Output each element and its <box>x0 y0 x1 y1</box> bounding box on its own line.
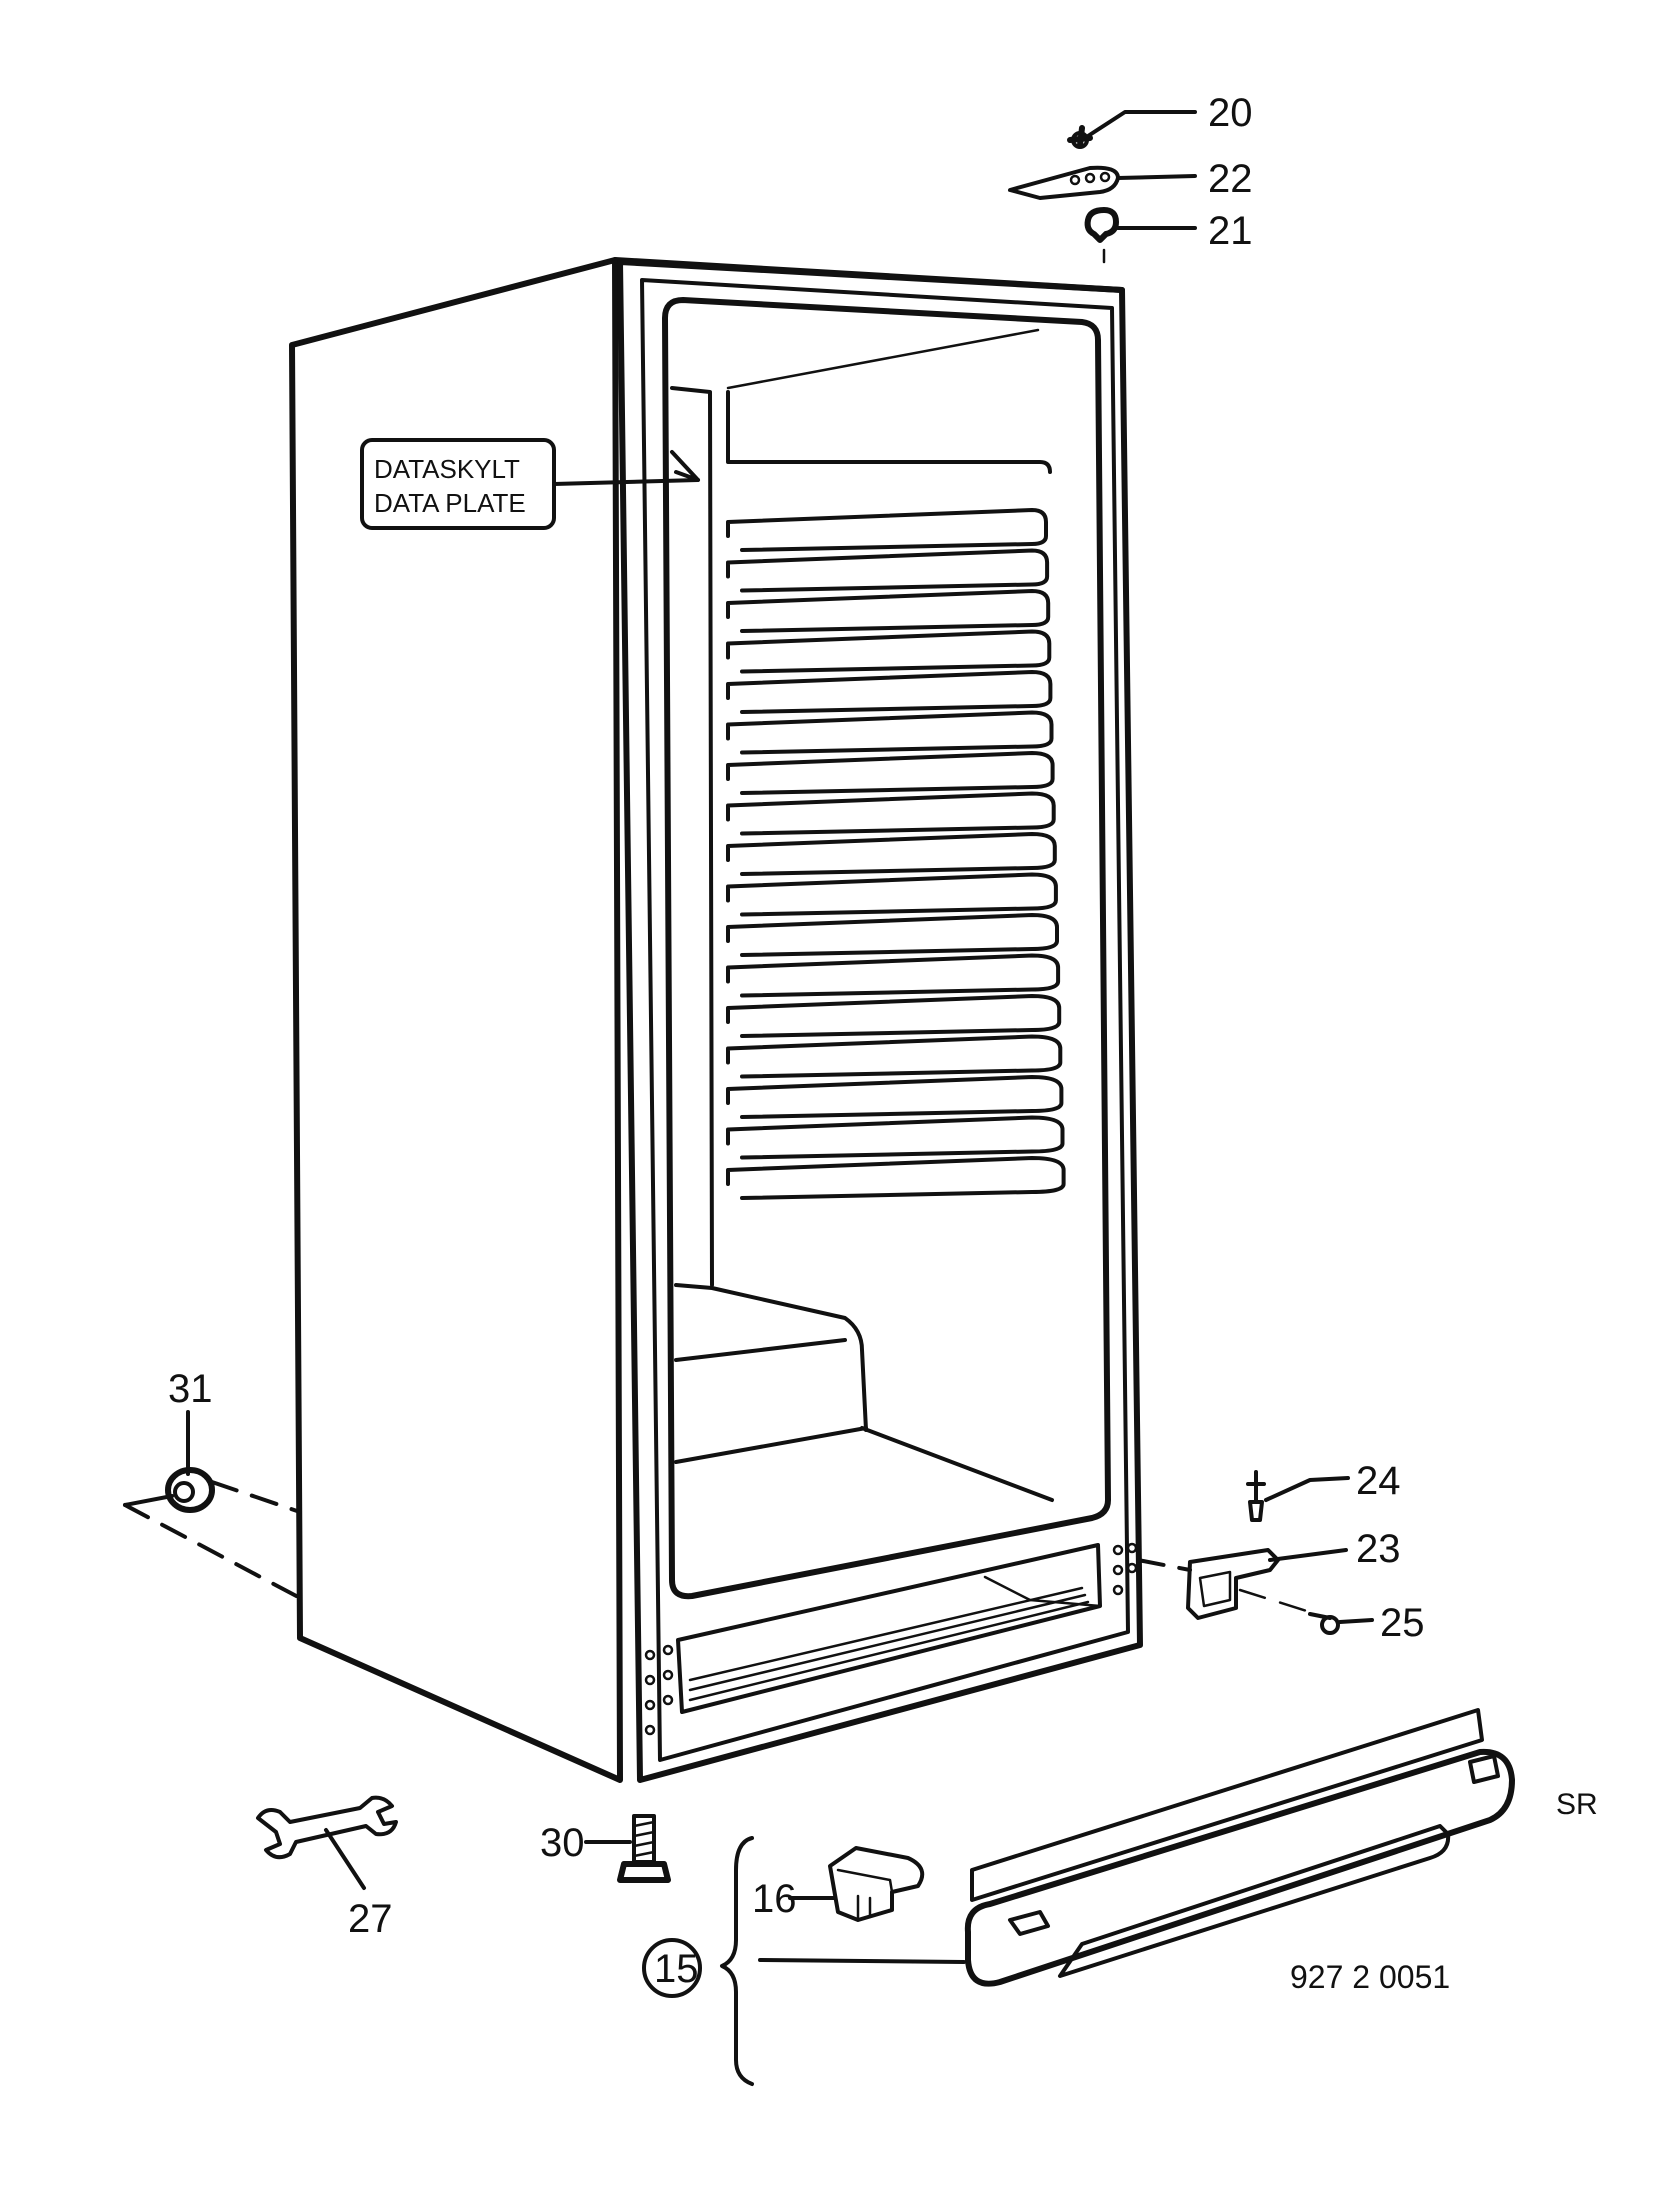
shelf-support-rib <box>726 1156 1066 1200</box>
wrench-part-27: 27 <box>256 1795 398 1941</box>
part-31-axis <box>123 1494 174 1507</box>
part-16-bracket-detail <box>836 1868 894 1922</box>
part-22-label: 22 <box>1208 157 1253 201</box>
kickplate-recess <box>1058 1824 1451 1978</box>
kit-part-15: 15 <box>642 1836 966 2086</box>
kickplate-rear-strip <box>970 1708 1484 1902</box>
part-31-dash-bottom <box>123 1503 302 1600</box>
part-16-bracket <box>828 1846 925 1922</box>
part-27-wrench <box>256 1795 398 1860</box>
part-24-hinge-pin <box>1246 1470 1266 1522</box>
shelf-support-rib <box>726 548 1050 593</box>
shelf-support-rib <box>726 791 1056 836</box>
part-27-leader <box>324 1828 366 1890</box>
shelf-support-rib <box>726 751 1055 795</box>
kickplate-right-slot <box>1468 1754 1500 1784</box>
shelf-support-rib <box>726 913 1059 957</box>
part-22-hinge-plate <box>1008 165 1120 200</box>
data-plate-label-swedish: DATASKYLT <box>374 454 520 484</box>
liner-top-back-edge <box>726 328 1040 390</box>
cabinet <box>289 257 1143 1783</box>
part-21-hinge-pin <box>1084 207 1119 243</box>
kickplate-left-slot <box>1008 1910 1050 1936</box>
shelf-supports <box>726 508 1066 1200</box>
part-24-label: 24 <box>1356 1459 1401 1503</box>
part-25-alignment-dash <box>1238 1588 1312 1614</box>
part-16-assembly: 16 <box>752 1846 925 1922</box>
cabinet-front-frame <box>617 259 1143 1783</box>
liner-left-wall <box>670 386 714 1287</box>
kickplate-recess-edge <box>983 1575 1102 1608</box>
shelf-support-rib <box>726 872 1058 917</box>
sr-label: SR <box>1556 1788 1598 1821</box>
frame-holes-left <box>644 1644 674 1736</box>
part-21-label: 21 <box>1208 209 1253 253</box>
shelf-support-rib <box>726 1075 1064 1119</box>
kickplate-grille <box>688 1586 1090 1702</box>
part-15-circle <box>642 1938 702 1998</box>
data-plate-label-english: DATA PLATE <box>374 488 526 518</box>
liner-floor-edge <box>674 1426 868 1464</box>
data-plate-callout: DATASKYLT DATA PLATE <box>360 438 700 530</box>
shelf-support-rib <box>726 670 1053 714</box>
shelf-support-rib <box>726 832 1057 876</box>
lower-hinge-parts: 24 23 25 <box>1136 1459 1425 1645</box>
data-plate-leader-line <box>552 478 700 486</box>
shelf-support-rib <box>726 710 1054 755</box>
part-25-leader <box>1338 1618 1374 1624</box>
liner-step-front <box>860 1426 1054 1502</box>
kit-15-brace <box>720 1836 754 2086</box>
shelf-support-rib <box>726 953 1061 998</box>
shelf-support-rib <box>726 994 1062 1038</box>
part-23-leader <box>1268 1548 1348 1562</box>
part-31-foot-center <box>173 1481 195 1503</box>
shelf-support-rib <box>726 1034 1063 1079</box>
part-22-hole-3 <box>1099 171 1111 183</box>
part-31-label: 31 <box>168 1367 213 1411</box>
liner-step-top <box>674 1338 847 1362</box>
shelf-support-rib <box>726 629 1052 674</box>
liner-top-shelf <box>726 390 1052 474</box>
shelf-support-rib <box>726 1115 1065 1160</box>
liner-step-upper <box>674 1283 868 1432</box>
part-30-nut <box>617 1861 671 1883</box>
part-23-bracket-face <box>1198 1570 1232 1608</box>
part-31-dash-top <box>210 1480 302 1514</box>
part-24-leader <box>1264 1476 1350 1502</box>
part-25-label: 25 <box>1380 1601 1425 1645</box>
shelf-support-rib <box>726 508 1048 552</box>
part-20-leader <box>1086 110 1197 138</box>
part-22-leader <box>1116 174 1197 180</box>
shelf-support-rib <box>726 589 1051 633</box>
part-22-hole-2 <box>1084 172 1096 184</box>
part-25-screw-head <box>1320 1615 1340 1635</box>
liner-opening <box>662 297 1111 1600</box>
part-31-foot <box>165 1467 215 1513</box>
part-23-hinge-bracket <box>1186 1548 1280 1620</box>
kickplate-main-body <box>964 1748 1515 1987</box>
adjustable-foot-part-30: 30 <box>540 1814 671 1883</box>
cabinet-frame-inner-edge <box>640 278 1130 1762</box>
top-hinge-parts: 20 22 21 <box>1008 91 1253 264</box>
part-27-label: 27 <box>348 1897 393 1941</box>
part-20-label: 20 <box>1208 91 1253 135</box>
part-23-label: 23 <box>1356 1527 1401 1571</box>
part-15-label: 15 <box>654 1947 699 1991</box>
frame-holes-right <box>1112 1542 1138 1596</box>
data-plate-arrow <box>670 450 700 482</box>
kickplate-part: SR <box>964 1708 1598 1987</box>
drawing-number: 927 2 0051 <box>1290 1959 1450 1995</box>
part-20-screw-head <box>1071 131 1089 149</box>
hinge-alignment-dash <box>1136 1558 1192 1572</box>
foot-part-31: 31 <box>123 1367 302 1600</box>
part-15-leader <box>758 1958 966 1964</box>
part-30-thread-lines <box>632 1820 656 1858</box>
part-30-label: 30 <box>540 1821 585 1865</box>
cabinet-side-panel <box>289 257 623 1783</box>
part-22-hole-1 <box>1069 174 1081 186</box>
